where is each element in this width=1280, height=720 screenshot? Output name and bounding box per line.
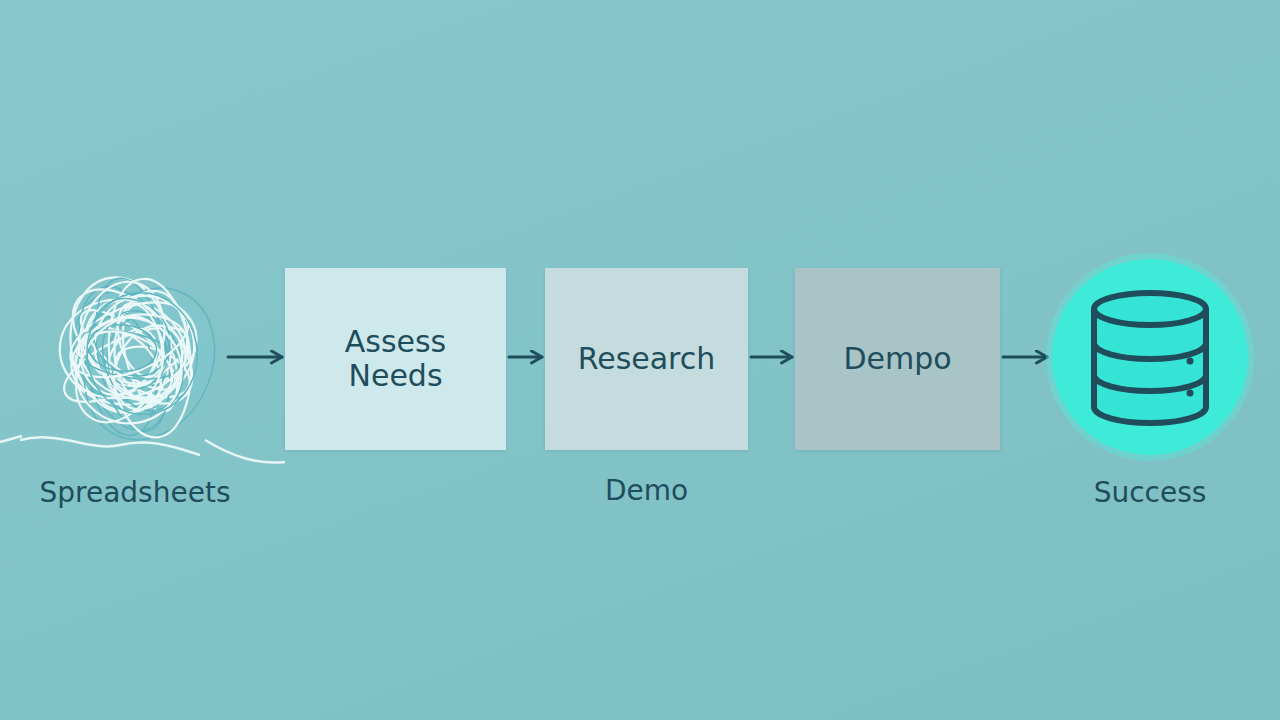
box-label: Dempo [831, 342, 963, 376]
yarn-tail [0, 436, 22, 442]
flow-arrow [751, 356, 792, 359]
cylinder-band [1094, 343, 1206, 359]
yarn-strand [52, 268, 212, 425]
yarn-ball [45, 275, 225, 435]
yarn-tail [205, 440, 285, 463]
flow-arrow [509, 356, 542, 359]
process-box: ResearchDemo [545, 268, 748, 450]
node-caption: Success [1094, 476, 1207, 510]
cylinder-top [1094, 293, 1206, 325]
status-dot [1187, 358, 1194, 365]
yarn-tail [20, 437, 200, 455]
box-label: Assess Needs [285, 325, 506, 393]
flow-arrow [228, 356, 282, 359]
yarn-strand [58, 301, 181, 437]
yarn-strand [86, 322, 158, 374]
process-box: Assess Needs [285, 268, 506, 450]
circle-fill [1052, 259, 1248, 455]
node-caption: Demo [605, 474, 688, 508]
yarn-strand [60, 287, 199, 392]
cylinder-band [1094, 375, 1206, 391]
yarn-strand [81, 287, 203, 419]
yarn-strand [60, 267, 239, 461]
process-box: Dempo [795, 268, 1000, 450]
database-icon [1050, 257, 1250, 457]
flow-arrow [1003, 356, 1047, 359]
spreadsheet-tangle: Spreadsheets [45, 275, 225, 435]
status-dot [1187, 390, 1194, 397]
success-circle: Success [1050, 257, 1250, 457]
box-label: Research [566, 342, 728, 376]
glow [1046, 253, 1254, 461]
node-caption: Spreadsheets [40, 476, 231, 510]
